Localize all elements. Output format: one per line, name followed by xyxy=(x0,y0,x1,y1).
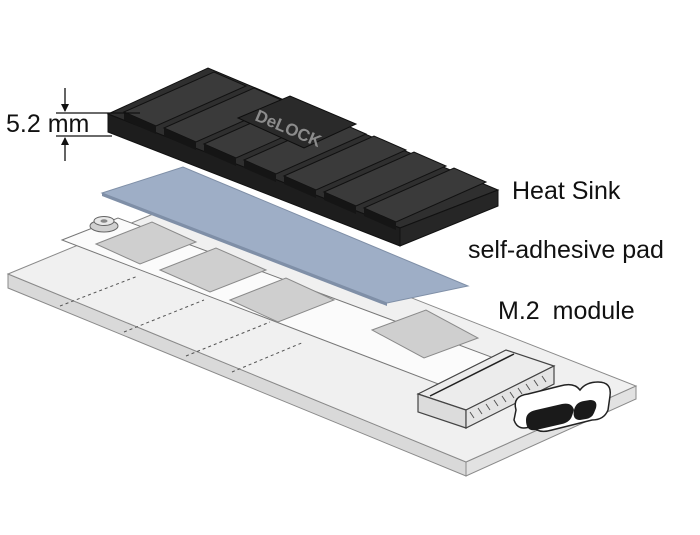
heatsink-fin-side-4 xyxy=(244,160,276,182)
heatsink-fin-side-6 xyxy=(324,192,356,214)
heat-sink-label: Heat Sink xyxy=(512,177,621,205)
pad-label: self-adhesive pad xyxy=(468,236,664,264)
heat-sink: DeLOCK xyxy=(106,67,500,247)
usb-port-cavity xyxy=(526,403,574,431)
heatsink-fin-row-7 xyxy=(362,167,488,223)
usb-port xyxy=(513,381,611,433)
heatsink-fin-side-7 xyxy=(364,208,396,230)
heatsink-logo-plate xyxy=(236,95,358,149)
dim-bottom-arrowhead xyxy=(61,137,69,145)
board-dashed-line-2 xyxy=(123,299,205,333)
heatsink-fin-side-1 xyxy=(124,112,156,134)
dim-top-arrowhead xyxy=(61,104,69,112)
module-label: M.2 module xyxy=(498,297,635,325)
standoff-screw-hole xyxy=(100,219,108,223)
thickness-label: 5.2 mm xyxy=(6,110,89,139)
connector-slot-line xyxy=(429,353,515,397)
connector-body-side xyxy=(465,365,555,429)
thickness-dimension xyxy=(56,88,140,161)
heatsink-fin-side-2 xyxy=(164,128,196,150)
heatsink-fin-side-3 xyxy=(204,144,236,166)
board-dashed-line-1 xyxy=(59,275,139,307)
module-chip-1 xyxy=(94,221,198,265)
heatsink-fin-row-5 xyxy=(282,135,408,191)
heatsink-base-right-face xyxy=(399,189,499,247)
heatsink-fin-row-6 xyxy=(322,151,448,207)
heatsink-fin-side-5 xyxy=(284,176,316,198)
thickness-value: 5.2 xyxy=(6,110,41,138)
connector-pins xyxy=(469,375,547,419)
thickness-unit: mm xyxy=(47,110,90,138)
m2-slot-connector xyxy=(416,349,556,429)
heatsink-fin-sides xyxy=(124,112,396,230)
module-chip-4 xyxy=(370,309,480,359)
m2-module xyxy=(59,216,512,391)
module-chip-3 xyxy=(228,277,336,323)
thermal-pad-edge xyxy=(102,193,387,306)
usb-port-cavity-2 xyxy=(573,400,597,420)
thermal-pad xyxy=(100,166,470,306)
module-chip-2 xyxy=(158,247,268,293)
board-dashed-line-4 xyxy=(231,341,305,373)
